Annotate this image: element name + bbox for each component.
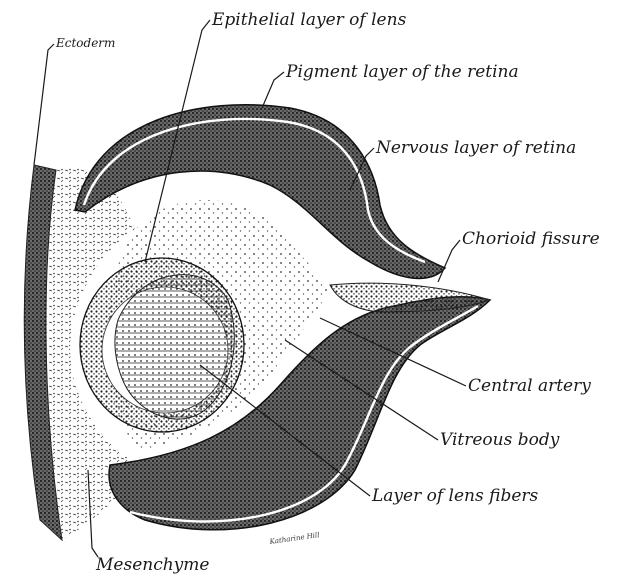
label-vitreous-body: Vitreous body [440, 430, 560, 450]
label-nervous-layer: Nervous layer of retina [375, 138, 576, 158]
lens-fibers [115, 275, 234, 419]
label-layer-of-lens-fibers: Layer of lens fibers [371, 486, 539, 506]
label-epithelial-layer-of-lens: Epithelial layer of lens [211, 10, 407, 30]
label-ectoderm: Ectoderm [55, 36, 115, 50]
label-central-artery: Central artery [468, 376, 591, 396]
leader-chorioid-fissure [438, 240, 460, 282]
label-mesenchyme: Mesenchyme [95, 555, 209, 575]
leader-pigment-layer [262, 72, 284, 108]
artist-signature: Katharine Hill [268, 531, 320, 546]
label-chorioid-fissure: Chorioid fissure [462, 229, 600, 249]
label-pigment-layer: Pigment layer of the retina [285, 62, 519, 82]
leader-ectoderm [34, 44, 54, 165]
